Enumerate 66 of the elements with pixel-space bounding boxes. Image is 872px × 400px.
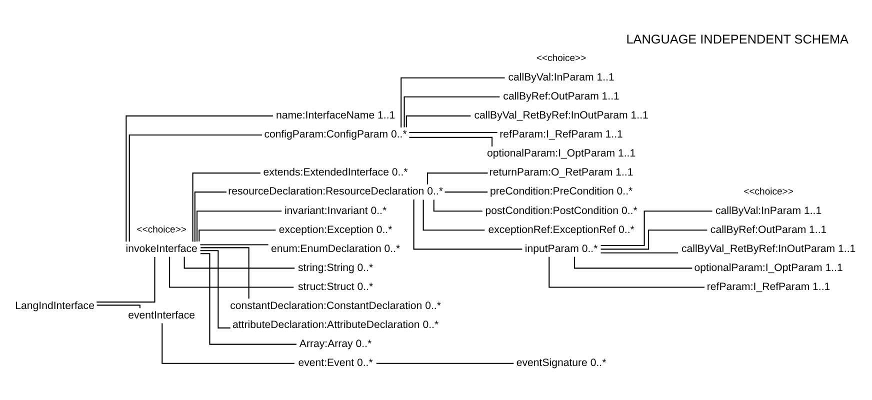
label: <<choice>> [744,186,794,198]
connector [198,230,276,242]
node-text: attributeDeclaration:AttributeDeclaration 0..* [232,318,439,331]
node-text: refParam:I_RefParam 1..1 [706,280,830,293]
node-text: refParam:I_RefParam 1..1 [500,128,623,141]
connector [162,323,294,364]
connector [96,256,156,303]
node-text: struct:Struct 0..* [298,280,374,293]
connector [194,192,226,242]
node-text: callByVal:InParam 1..1 [508,72,614,84]
connector [400,77,505,128]
node-text: extends:ExtendedInterface 0..* [263,166,408,179]
node-text: string:String 0..* [298,262,374,274]
connector [128,134,262,242]
connector [409,132,498,134]
node-text: name:InterfaceName 1..1 [276,110,396,122]
node-text: returnParam:O_RetParam 1..1 [489,166,634,179]
node-text: callByVal:InParam 1..1 [716,204,822,217]
node-text: event:Event 0..* [298,357,373,370]
node-text: constantDeclaration:ConstantDeclaration 0..* [230,300,441,312]
node-text: invokeInterface [126,242,198,255]
node-text: callByVal_RetByRef:InOutParam 1..1 [681,242,856,255]
node-text: inputParam 0..* [524,242,598,255]
connector [96,304,140,308]
connector [404,96,500,128]
connector [200,250,230,328]
node-text: Array:Array 0..* [299,338,372,350]
node-text: enum:EnumDeclaration 0..* [270,242,400,255]
connector [196,210,282,242]
node-text: eventSignature 0..* [516,357,606,370]
connector [169,256,294,288]
connector [409,136,493,146]
node-text: eventInterface [128,309,196,322]
node-text: callByRef:OutParam 1..1 [710,224,827,236]
connector [376,362,514,364]
label: <<choice>> [136,224,186,236]
node-text: postCondition:PostCondition 0..* [485,204,638,217]
label: <<choice>> [536,53,586,64]
connector [200,247,250,299]
connector [600,252,678,254]
connector [413,200,522,250]
node-text: exception:Exception 0..* [278,224,392,236]
connector [427,172,488,184]
connector [200,253,296,345]
connector [548,256,704,288]
node-text: callByRef:OutParam 1..1 [503,90,620,103]
connector [184,256,295,269]
diagram-title: LANGUAGE INDEPENDENT SCHEMA [626,32,848,47]
node-text: optionalParam:I_OptParam 1..1 [694,262,843,274]
connector [406,115,471,128]
connector [192,172,260,242]
connector [200,244,268,246]
connector [444,192,488,193]
node-text: exceptionRef:ExceptionRef 0..* [488,224,634,236]
node-text: preCondition:PreCondition 0..* [490,186,633,198]
connector [600,230,708,250]
node-text: optionalParam:I_OptParam 1..1 [487,148,636,160]
node-text: configParam:ConfigParam 0..* [264,128,407,141]
node-text: LangIndInterface [15,300,94,312]
node-text: callByVal_RetByRef:InOutParam 1..1 [474,110,648,122]
connector [126,115,273,242]
connector [433,200,482,212]
node-text: resourceDeclaration:ResourceDeclaration 0..* [228,186,443,198]
connector [600,210,712,246]
connector [422,200,485,231]
node-text: invariant:Invariant 0..* [284,204,387,217]
